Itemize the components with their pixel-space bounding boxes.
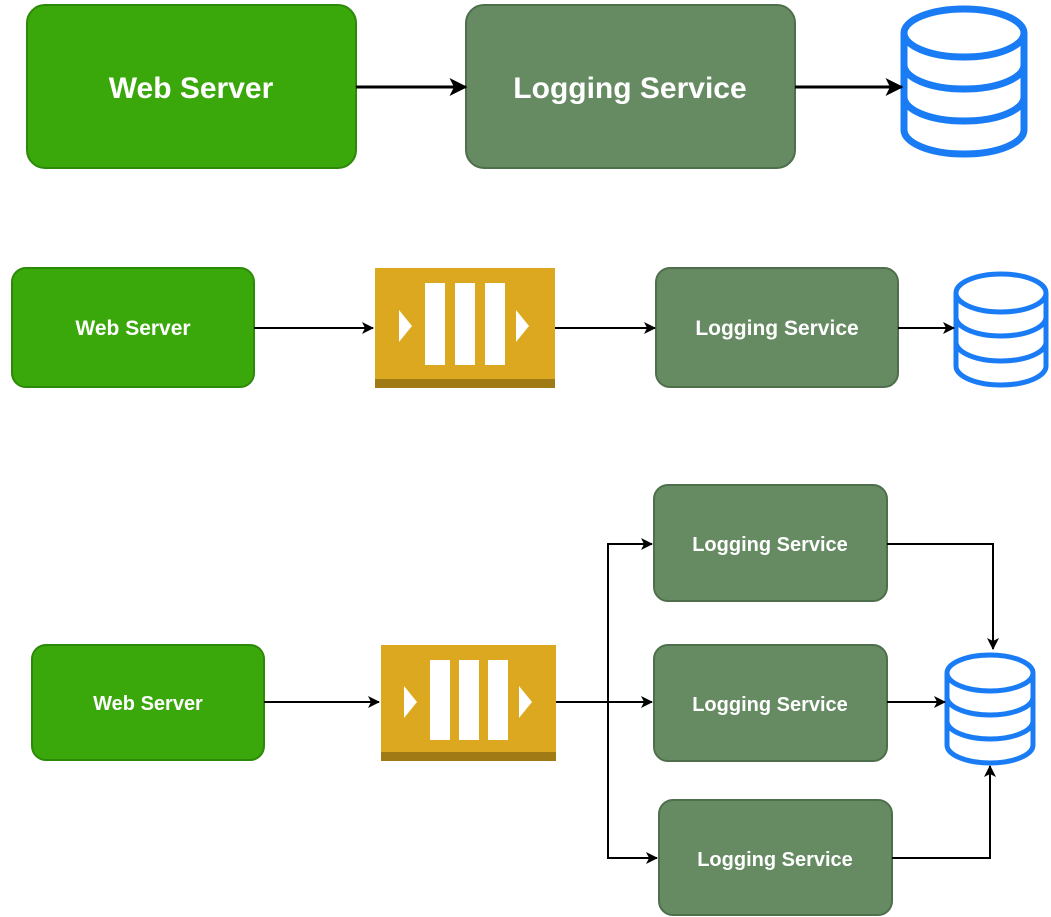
database-icon [900, 5, 1028, 158]
diagram-3: Web Server Logging Service Logging Servi… [31, 484, 1036, 916]
logging-service-label: Logging Service [697, 849, 853, 871]
logging-service-label: Logging Service [695, 317, 858, 340]
database-icon [953, 271, 1049, 388]
logging-service-label: Logging Service [692, 694, 848, 716]
logging-service-label: Logging Service [513, 72, 746, 105]
arrow-logging-top-to-database [887, 543, 999, 650]
web-server-label: Web Server [109, 72, 274, 105]
message-queue-icon [375, 268, 555, 388]
arrow-logging-bottom-to-database [892, 765, 996, 859]
database-icon [944, 652, 1036, 766]
web-server-label: Web Server [75, 317, 190, 340]
message-queue-icon [381, 645, 556, 761]
web-server-node: Web Server [26, 4, 357, 169]
arrow-queue-to-logging-top [556, 538, 653, 703]
logging-service-node: Logging Service [655, 267, 899, 388]
web-server-node: Web Server [31, 644, 265, 761]
logging-service-node-bottom: Logging Service [658, 799, 893, 916]
web-server-node: Web Server [11, 267, 255, 388]
logging-service-node-middle: Logging Service [653, 644, 888, 762]
web-server-label: Web Server [93, 693, 203, 715]
logging-service-label: Logging Service [692, 534, 848, 556]
arrow-queue-to-logging-bottom [556, 701, 658, 864]
logging-service-node-top: Logging Service [653, 484, 888, 602]
diagram-1: Web Server Logging Service [26, 4, 1028, 169]
diagram-2: Web Server Logging Service [11, 267, 1049, 388]
logging-service-node: Logging Service [465, 4, 796, 169]
